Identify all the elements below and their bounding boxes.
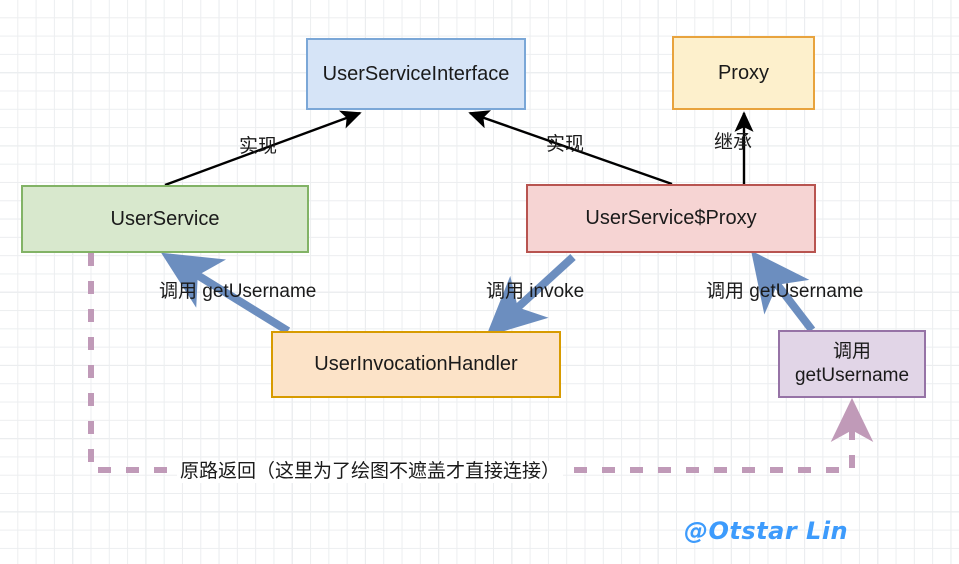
edge-label-implements-right: 实现 xyxy=(546,134,585,155)
watermark-author: @Otstar Lin xyxy=(684,517,849,545)
node-user-invocation-handler[interactable]: UserInvocationHandler xyxy=(271,331,561,398)
edge-label-implements-left: 实现 xyxy=(239,136,278,157)
edge-label-return-path: 原路返回（这里为了绘图不遮盖才直接连接） xyxy=(177,461,564,483)
node-user-service-interface[interactable]: UserServiceInterface xyxy=(306,38,526,110)
edge-label-call-get-username-handler: 调用 getUsername xyxy=(159,281,317,302)
node-call-get-username-box[interactable]: 调用 getUsername xyxy=(778,330,926,398)
node-user-service-proxy[interactable]: UserService$Proxy xyxy=(526,184,816,253)
edge-label-call-get-username-client: 调用 getUsername xyxy=(706,281,864,302)
node-user-service[interactable]: UserService xyxy=(21,185,309,253)
edge-label-call-invoke: 调用 invoke xyxy=(486,281,585,302)
edge-label-extends-proxy: 继承 xyxy=(714,132,753,153)
node-proxy[interactable]: Proxy xyxy=(672,36,815,110)
